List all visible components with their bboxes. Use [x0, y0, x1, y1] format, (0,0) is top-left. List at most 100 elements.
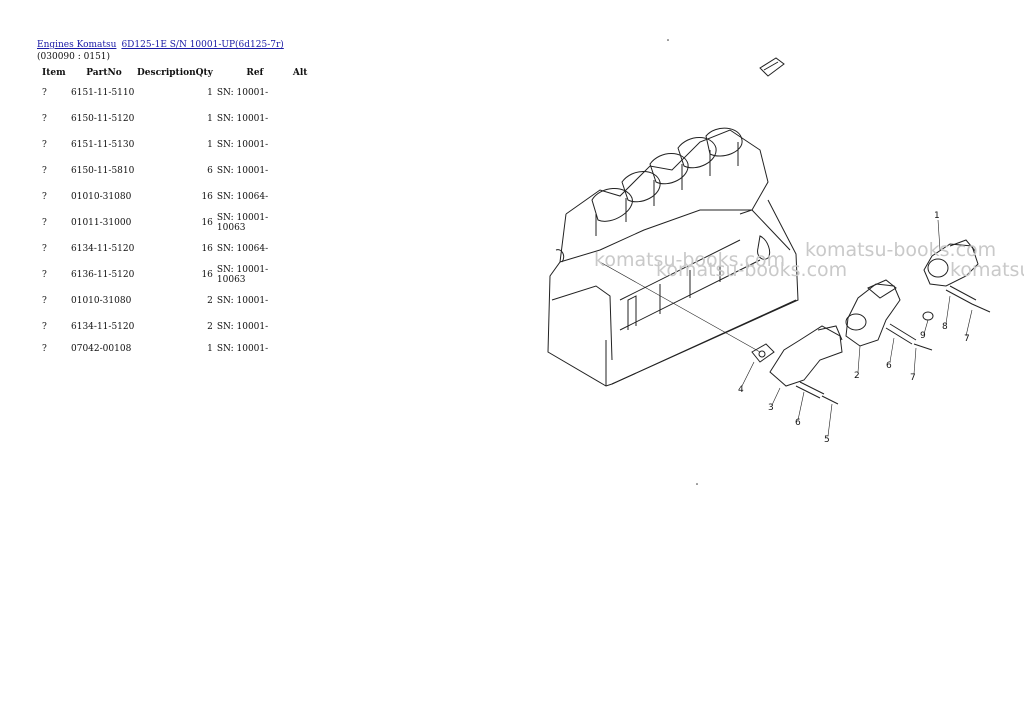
cell-description — [137, 158, 196, 184]
cell-ref: SN: 10001-10063 — [216, 213, 269, 233]
cell-qty: 6 — [207, 166, 213, 176]
watermark: komatsu-books.com — [594, 249, 785, 271]
cell-ref: SN: 10001- — [216, 88, 269, 98]
cell-qty: 1 — [207, 344, 213, 354]
cell-ref: SN: 10001- — [216, 344, 269, 354]
watermark: komatsu — [950, 259, 1024, 281]
callout-label: 2 — [854, 371, 860, 381]
cell-alt — [293, 236, 313, 262]
table-header-row: Item PartNo Description Qty Ref Alt — [38, 66, 313, 80]
cell-item: ? — [42, 322, 47, 332]
cell-qty: 16 — [201, 244, 213, 254]
cell-ref: SN: 10001-10063 — [216, 265, 269, 285]
cell-alt — [293, 80, 313, 106]
cell-alt — [293, 314, 313, 340]
cell-alt — [293, 210, 313, 236]
cell-partno: 6151-11-5110 — [71, 88, 135, 98]
breadcrumb-link-engines[interactable]: Engines Komatsu — [37, 40, 117, 50]
watermark-text: komatsu-books.com komatsu-books.com koma… — [594, 239, 1024, 281]
cell-alt — [293, 184, 313, 210]
cell-qty: 1 — [207, 88, 213, 98]
callout-label: 8 — [942, 322, 948, 332]
water-pipe-parts — [751, 239, 991, 405]
cell-ref: SN: 10001- — [216, 114, 269, 124]
cell-alt — [293, 288, 313, 314]
cell-description — [137, 288, 196, 314]
cell-alt — [293, 340, 313, 358]
cell-partno: 01010-31080 — [71, 296, 132, 306]
cell-alt — [293, 262, 313, 288]
callout-label: 6 — [886, 361, 892, 371]
cell-description — [137, 132, 196, 158]
cell-ref: SN: 10001- — [216, 140, 269, 150]
callout-label: 7 — [964, 334, 970, 344]
cell-alt — [293, 132, 313, 158]
cell-qty: 1 — [207, 140, 213, 150]
cell-item: ? — [42, 244, 47, 254]
cell-ref: SN: 10001- — [216, 166, 269, 176]
cell-item: ? — [42, 218, 47, 228]
callout-labels: 1 2 3 4 5 6 6 7 7 8 9 — [738, 211, 970, 445]
header-qty: Qty — [195, 68, 213, 78]
callout-label: 6 — [795, 418, 801, 428]
header-ref: Ref — [246, 68, 264, 78]
exploded-parts-diagram: 1 2 3 4 5 6 6 7 7 8 9 komatsu-books.com … — [547, 39, 1024, 485]
cell-item: ? — [42, 296, 47, 306]
callout-label: 3 — [768, 403, 774, 413]
cell-qty: 2 — [207, 322, 213, 332]
flange-part-drawing — [759, 57, 785, 77]
cell-qty: 16 — [201, 192, 213, 202]
cell-description — [137, 106, 196, 132]
cell-partno: 6151-11-5130 — [71, 140, 135, 150]
cell-description — [137, 236, 196, 262]
cell-item: ? — [42, 344, 47, 354]
cell-qty: 16 — [201, 270, 213, 280]
cell-ref: SN: 10001- — [216, 296, 269, 306]
breadcrumb-link-model[interactable]: 6D125-1E S/N 10001-UP(6d125-7r) — [121, 40, 284, 50]
callout-leaders — [741, 219, 973, 437]
stray-marks — [667, 39, 698, 485]
callout-label: 5 — [824, 435, 830, 445]
cell-item: ? — [42, 140, 47, 150]
cell-ref: SN: 10001- — [216, 322, 269, 332]
watermark: komatsu-books.com — [805, 239, 996, 261]
callout-label: 7 — [910, 373, 916, 383]
header-partno: PartNo — [86, 68, 122, 78]
parts-table: Item PartNo Description Qty Ref Alt ? 615… — [38, 66, 313, 358]
section-code: (030090 : 0151) — [37, 52, 111, 62]
cell-description — [137, 340, 196, 358]
cell-ref: SN: 10064- — [216, 192, 269, 202]
engine-block-drawing — [547, 127, 799, 387]
cell-partno: 07042-00108 — [71, 344, 132, 354]
cell-description — [137, 262, 196, 288]
breadcrumb: Engines Komatsu 6D125-1E S/N 10001-UP(6d1… — [37, 40, 284, 50]
cell-partno: 01010-31080 — [71, 192, 132, 202]
cell-partno: 6150-11-5810 — [71, 166, 135, 176]
cell-partno: 6134-11-5120 — [71, 322, 135, 332]
cell-description — [137, 184, 196, 210]
cell-partno: 6136-11-5120 — [71, 270, 135, 280]
callout-label: 1 — [934, 211, 940, 221]
cell-item: ? — [42, 166, 47, 176]
cell-description — [137, 210, 196, 236]
header-alt: Alt — [292, 68, 308, 78]
cell-description — [137, 80, 196, 106]
cell-partno: 01011-31000 — [71, 218, 132, 228]
cell-ref: SN: 10064- — [216, 244, 269, 254]
cell-partno: 6150-11-5120 — [71, 114, 135, 124]
cell-qty: 1 — [207, 114, 213, 124]
cell-qty: 16 — [201, 218, 213, 228]
cell-item: ? — [42, 114, 47, 124]
watermark: komatsu-books.com — [656, 259, 847, 281]
cell-item: ? — [42, 270, 47, 280]
header-item: Item — [42, 68, 66, 78]
